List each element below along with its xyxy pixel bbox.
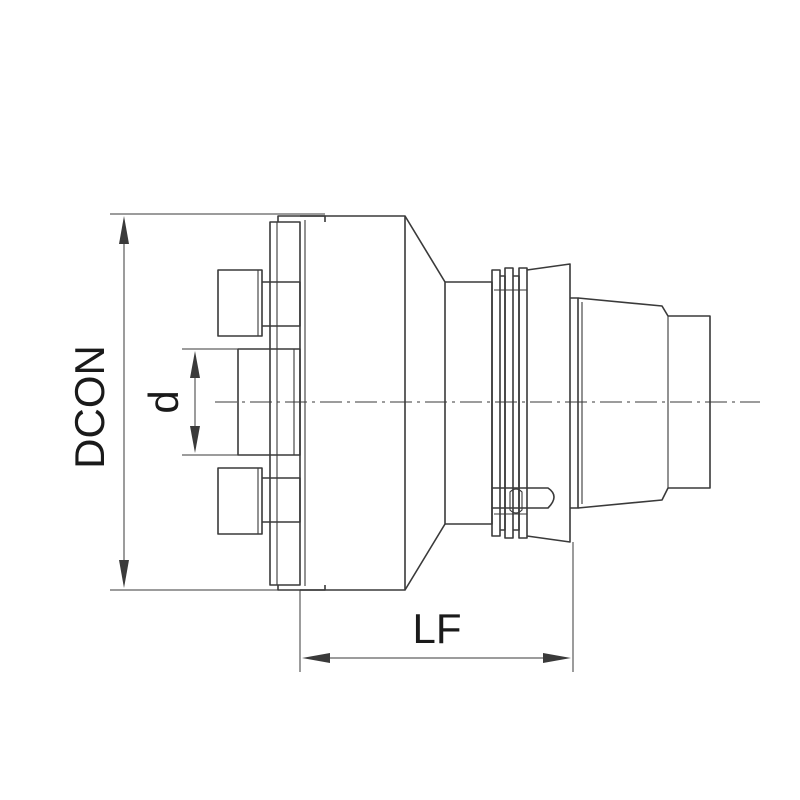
lf-label: LF xyxy=(412,605,461,652)
conical-taper xyxy=(404,215,446,591)
neck xyxy=(445,281,493,525)
front-flange xyxy=(269,221,301,586)
tool-holder-body xyxy=(217,215,711,591)
dcon-label: DCON xyxy=(66,345,113,469)
dimension-lf: LF xyxy=(299,542,574,672)
grooved-collar xyxy=(491,263,571,543)
dimension-d: d xyxy=(140,348,238,456)
front-pilot xyxy=(237,348,301,456)
drive-key-top xyxy=(217,269,301,337)
dimension-dcon: DCON xyxy=(66,213,325,591)
flange-lip-top xyxy=(277,215,326,222)
shank-taper xyxy=(570,297,711,509)
main-body xyxy=(300,215,406,591)
d-label: d xyxy=(140,390,187,413)
drive-key-bottom xyxy=(217,467,301,535)
orientation-notch xyxy=(492,487,555,509)
